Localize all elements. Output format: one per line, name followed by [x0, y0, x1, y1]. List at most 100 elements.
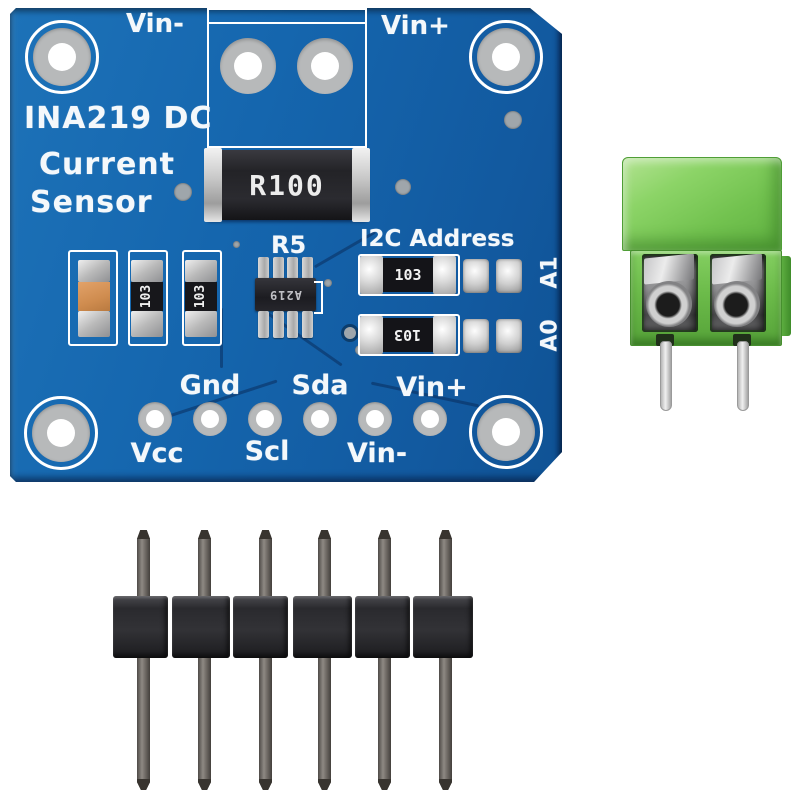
header-pin-bottom	[137, 658, 150, 790]
header-pin-bottom	[378, 658, 391, 790]
label-a1: A1	[537, 256, 563, 289]
via	[324, 279, 332, 287]
label-vin-plus-top: Vin+	[381, 11, 450, 41]
via	[344, 327, 356, 339]
header-pin-top	[198, 530, 211, 598]
hole-bore	[311, 410, 329, 428]
solder-jumper-pad	[463, 259, 489, 293]
ic-pin	[287, 311, 298, 338]
ic-pin	[287, 257, 298, 279]
header-pin-bottom	[318, 658, 331, 790]
pin-hole-scl	[248, 402, 282, 436]
shunt-hole-pad	[297, 38, 353, 94]
via	[504, 111, 522, 129]
terminal-wire-slot	[710, 254, 766, 332]
terminal-pin	[660, 341, 672, 411]
label-sda: Sda	[291, 370, 349, 401]
ic-pin	[273, 257, 284, 279]
clamp-hook	[714, 281, 760, 327]
hole-bore	[47, 419, 75, 447]
resistor-outline	[182, 250, 222, 346]
ina219-breakout-board: R100 Vin- Vin+ INA219 DC Current Sensor …	[10, 8, 562, 482]
label-a0: A0	[537, 319, 563, 352]
header-pin-top	[378, 530, 391, 598]
addr-jumper-outline-a0	[358, 314, 460, 356]
smd-resistor-marking: 103	[139, 284, 155, 309]
ic-pin	[302, 257, 313, 279]
addr-resistor-marking: 103	[394, 326, 422, 344]
hole-bore	[311, 52, 339, 80]
mounting-hole	[24, 396, 98, 470]
via	[233, 241, 240, 248]
shunt-terminal-outline	[207, 8, 367, 148]
hole-pad	[32, 404, 90, 462]
label-vin-minus-top: Vin-	[126, 9, 184, 39]
label-vin-minus-bottom: Vin-	[346, 438, 408, 469]
header-plastic-block	[293, 596, 352, 658]
resistor-terminal	[185, 311, 217, 337]
hole-pad	[477, 28, 535, 86]
header-pin-top	[137, 530, 150, 598]
hole-pad	[33, 28, 91, 86]
shunt-resistor: R100	[204, 148, 370, 222]
addr-resistor-a1: 103	[360, 256, 456, 294]
label-gnd: Gnd	[179, 370, 241, 401]
ic-silk-bracket	[314, 281, 322, 283]
solder-jumper-pad	[496, 319, 522, 353]
label-ic-designator: R5	[271, 231, 307, 259]
hole-pad	[477, 403, 535, 461]
header-pin-bottom	[259, 658, 272, 790]
addr-jumper-outline-a1	[358, 254, 460, 296]
hole-bore	[234, 52, 262, 80]
addr-resistor-a0: 103	[360, 316, 456, 354]
mounting-hole	[469, 395, 543, 469]
smd-resistor-marking: 103	[193, 284, 209, 309]
solder-jumper-pad	[496, 259, 522, 293]
ic-pin	[258, 311, 269, 338]
via	[174, 183, 192, 201]
solder-jumper-pad	[463, 319, 489, 353]
resistor-outline	[128, 250, 168, 346]
ina219-ic: A219	[255, 278, 316, 311]
hole-bore	[366, 410, 384, 428]
ic-silk-bracket	[321, 281, 323, 314]
ic-pin	[302, 311, 313, 338]
board-title-line1: INA219 DC	[24, 101, 213, 136]
shunt-hole-pad	[220, 38, 276, 94]
terminal-pin	[737, 341, 749, 411]
ic-silk-bracket	[314, 312, 322, 314]
terminal-body	[630, 250, 782, 346]
shunt-resistor-marking: R100	[249, 168, 325, 202]
pin-hole-vcc	[138, 402, 172, 436]
header-pin-top	[318, 530, 331, 598]
pin-hole-vin-minus	[358, 402, 392, 436]
ic-pin	[258, 257, 269, 279]
label-vin-plus-bottom: Vin+	[396, 372, 468, 403]
hole-bore	[492, 43, 520, 71]
resistor-terminal	[185, 260, 217, 282]
header-pin-top	[259, 530, 272, 598]
smd-resistor: 103	[131, 282, 163, 311]
label-i2c-address: I2C Address	[360, 226, 515, 252]
hole-bore	[146, 410, 164, 428]
pin-hole-vin-plus	[413, 402, 447, 436]
mounting-hole	[469, 20, 543, 94]
resistor-terminal	[131, 311, 163, 337]
header-pin-top	[439, 530, 452, 598]
smd-capacitor	[78, 282, 110, 311]
header-plastic-block	[172, 596, 230, 658]
header-plastic-block	[355, 596, 410, 658]
header-pin-bottom	[198, 658, 211, 790]
board-title-line3: Sensor	[30, 185, 153, 220]
pin-hole-gnd	[193, 402, 227, 436]
label-vcc: Vcc	[130, 438, 184, 469]
via	[395, 179, 411, 195]
hole-bore	[256, 410, 274, 428]
ic-pin	[273, 311, 284, 338]
header-plastic-block	[233, 596, 288, 658]
capacitor-terminal	[78, 311, 110, 337]
resistor-terminal	[131, 260, 163, 282]
hole-bore	[492, 418, 520, 446]
ic-marking: A219	[269, 287, 302, 302]
